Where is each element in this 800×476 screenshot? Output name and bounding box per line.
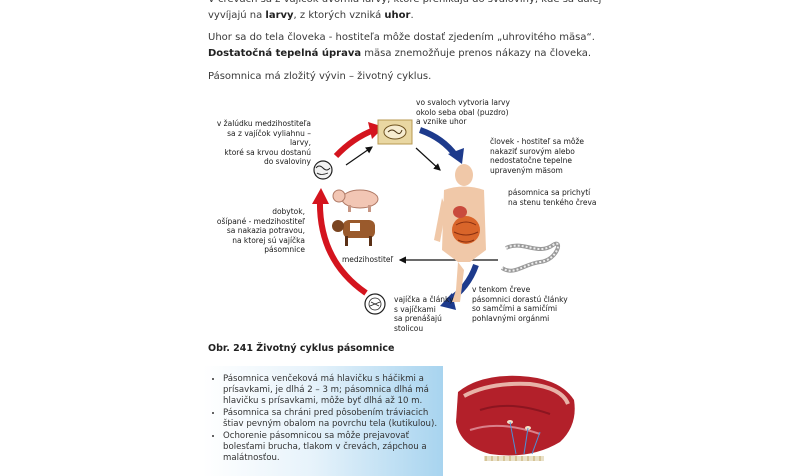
paragraph-lifecycle-intro: Pásomnica má zložitý vývin – životný cyk… (208, 71, 432, 82)
text: . (410, 10, 414, 21)
black-arrow-to-human (415, 147, 441, 171)
navy-arrow-upper (418, 127, 459, 158)
fact-item: Ochorenie pásomnicou sa môže prejavovať … (223, 431, 443, 464)
human-silhouette-image (434, 164, 486, 302)
tapeworm-image (500, 241, 561, 273)
infected-meat-image (450, 370, 580, 465)
lifecycle-svg (312, 119, 561, 315)
bold-term-cooking: Dostatočná tepelná úprava (208, 48, 362, 59)
meat-svg (456, 375, 575, 461)
fact-item: Pásomnica venčeková má hlavičku s háčikm… (223, 374, 443, 407)
larva-circle-image (313, 160, 333, 180)
pig-image (332, 189, 379, 212)
bold-term-uhor: uhor (384, 10, 411, 21)
paragraph-infection: Uhor sa do tela človeka - hostiteľa môže… (208, 30, 608, 62)
text: , z ktorých vzniká (293, 10, 385, 21)
textbook-page: V črevách sa z vajíčok uvoľnia larvy, kt… (0, 0, 800, 465)
label-eggs: vajíčka a články s vajíčkami sa prenášaj… (394, 295, 454, 333)
red-arrowhead-left (312, 188, 329, 204)
text: mäsa znemožňuje prenos nákazy na človeka… (361, 48, 592, 59)
label-stomach: v žalúdku medzihostiteľa sa z vajíčok vy… (216, 119, 311, 167)
facts-box: Pásomnica venčeková má hlavičku s háčikm… (203, 366, 443, 476)
text: Uhor sa do tela človeka - hostiteľa môže… (208, 32, 595, 43)
text: V črevách sa z vajíčok uvoľnia larvy, kt… (208, 0, 601, 21)
paragraph-larvae: V črevách sa z vajíčok uvoľnia larvy, kt… (208, 0, 608, 24)
label-human-host: človek - hostiteľ sa môže nakaziť surový… (490, 137, 585, 175)
bold-term-larvy: larvy (265, 10, 294, 21)
label-livestock: dobytok, ošípané - medzihostiteľ sa naka… (216, 207, 305, 255)
red-cycle-arrow-upper (333, 127, 376, 159)
navy-arrowhead-upper (448, 148, 464, 164)
red-cycle-arrow-left (316, 197, 368, 296)
black-arrow-to-cyst (345, 146, 373, 166)
label-attach-intestine: pásomnica sa prichytí na stenu tenkého č… (508, 188, 597, 207)
facts-list: Pásomnica venčeková má hlavičku s háčikm… (203, 366, 443, 464)
cyst-muscle-image (377, 119, 413, 145)
fact-item: Pásomnica sa chráni pred pôsobením trávi… (223, 408, 443, 430)
egg-circle-image (364, 293, 386, 315)
label-muscle-cyst: vo svaloch vytvoria larvy okolo seba oba… (416, 98, 510, 127)
label-intermediate-host: medzihostiteľ (342, 255, 394, 264)
label-small-intestine: v tenkom čreve pásomnici dorastú články … (472, 285, 568, 323)
figure-caption: Obr. 241 Životný cyklus pásomnice (208, 343, 395, 354)
tapeworm-lifecycle-diagram: v žalúdku medzihostiteľa sa z vajíčok vy… (208, 90, 608, 340)
cow-image (332, 220, 375, 246)
navy-arrowhead-lower (440, 293, 456, 310)
